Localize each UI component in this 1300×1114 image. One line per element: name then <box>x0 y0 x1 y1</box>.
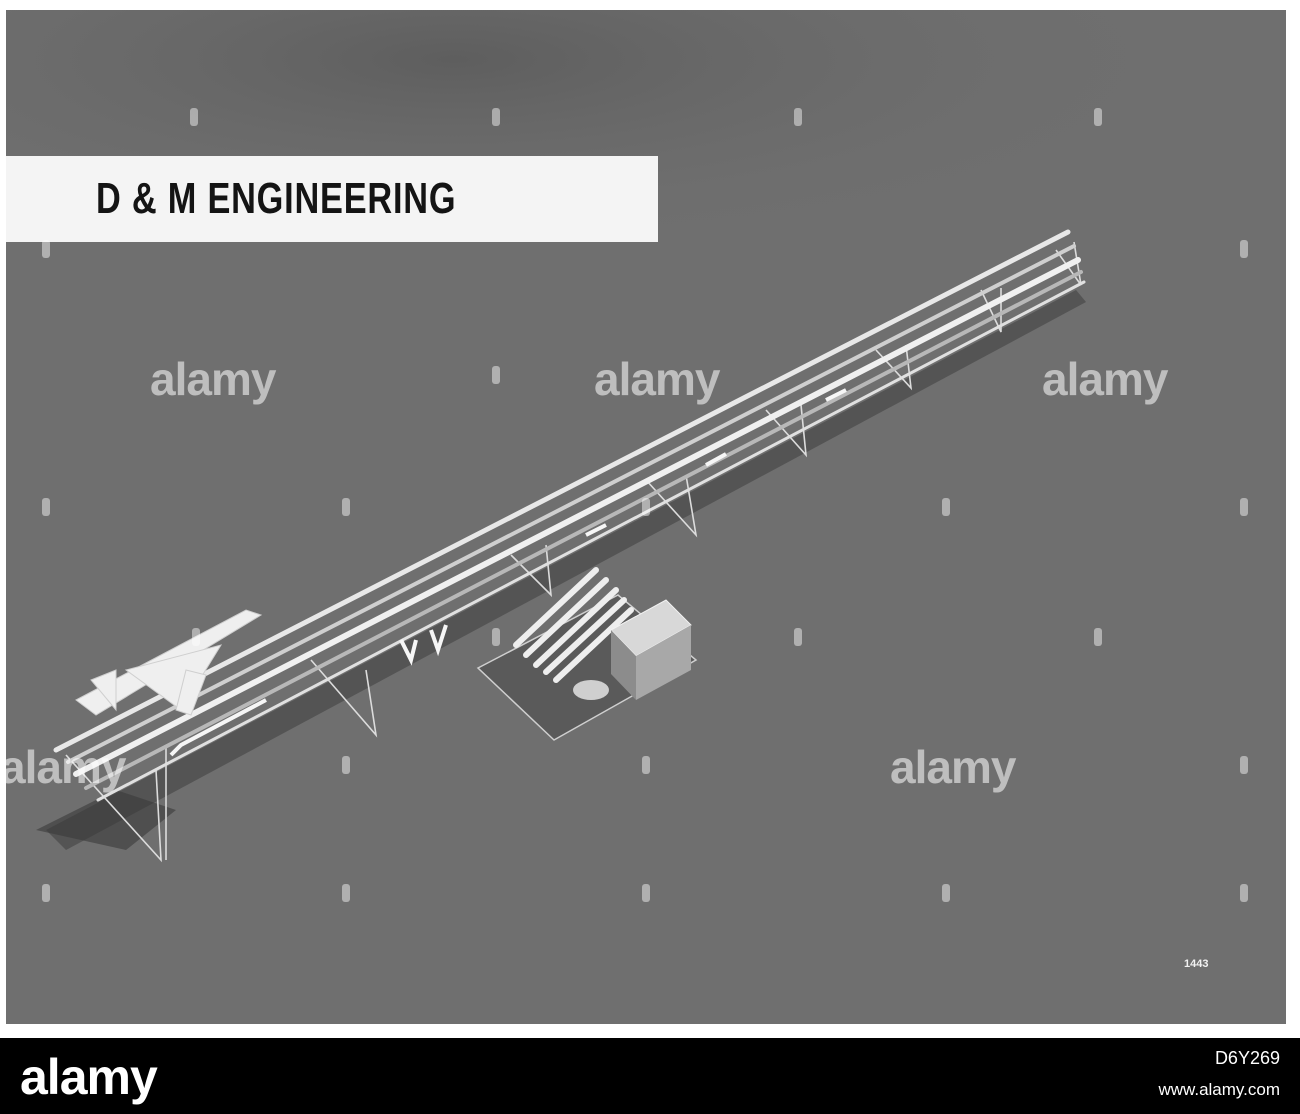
watermark-marker <box>42 884 50 902</box>
watermark-marker <box>492 108 500 126</box>
aircraft-model <box>75 609 263 716</box>
watermark-marker <box>942 498 950 516</box>
photograph: D & M ENGINEERING 1443 <box>6 10 1286 1024</box>
plate-number: 1443 <box>1184 958 1209 970</box>
watermark-marker <box>642 498 650 516</box>
test-track-illustration <box>6 10 1286 863</box>
watermark-marker <box>192 628 200 646</box>
watermark-marker <box>492 628 500 646</box>
watermark-marker <box>342 884 350 902</box>
watermark-marker <box>1094 628 1102 646</box>
watermark-marker <box>190 108 198 126</box>
watermark-marker <box>342 756 350 774</box>
watermark-marker <box>942 884 950 902</box>
equipment-platform <box>476 567 698 741</box>
alamy-logo: alamy <box>20 1049 158 1105</box>
watermark-footer: alamy D6Y269 www.alamy.com <box>0 1038 1300 1114</box>
watermark-marker <box>492 366 500 384</box>
watermark-marker <box>1240 240 1248 258</box>
aircraft-shadow <box>36 790 176 850</box>
image-id: D6Y269 <box>1214 1048 1280 1068</box>
watermark-marker <box>642 756 650 774</box>
watermark-marker <box>42 240 50 258</box>
watermark-marker <box>642 884 650 902</box>
title-banner <box>6 156 658 242</box>
pipe-details <box>169 388 847 757</box>
watermark-marker <box>1240 884 1248 902</box>
watermark-marker <box>794 108 802 126</box>
watermark-marker <box>1240 498 1248 516</box>
photo-title: D & M ENGINEERING <box>96 174 457 223</box>
watermark-marker <box>1240 756 1248 774</box>
track-rails <box>53 229 1086 802</box>
track-shadow <box>46 290 1086 850</box>
watermark-marker <box>42 498 50 516</box>
footer-url: www.alamy.com <box>1158 1080 1280 1099</box>
watermark-marker <box>794 628 802 646</box>
watermark-marker <box>342 498 350 516</box>
watermark-marker <box>1094 108 1102 126</box>
